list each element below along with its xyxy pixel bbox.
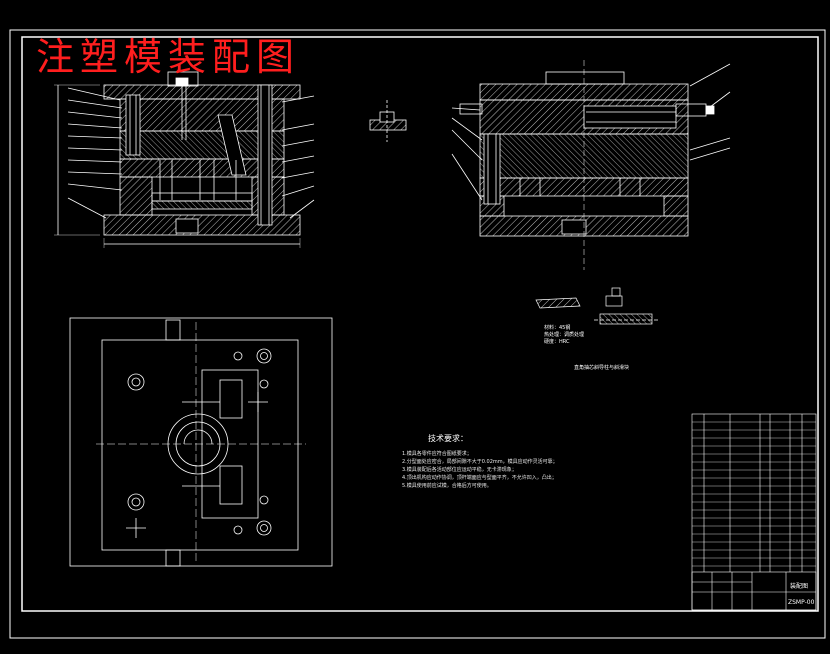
requirement-line: 3.模具装配后各活动部位应运动平稳，无卡滞现象；	[402, 467, 517, 473]
title-block-code: ZSMP-00	[788, 599, 815, 606]
detail-note: 热处理：调质处理	[544, 332, 585, 338]
title-block	[691, 571, 817, 611]
side-view-caption: 直角抽芯斜导柱与斜滑块	[574, 365, 630, 371]
plan-view	[69, 317, 333, 567]
sprue-detail	[369, 100, 407, 142]
requirement-line: 4.顶出机构应动作协调，顶杆端面应与型面平齐，不允许凹入，凸出；	[402, 475, 557, 481]
detail-note: 材料：45钢	[544, 325, 571, 331]
detail-note: 硬度：HRC	[544, 339, 570, 345]
requirement-line: 5.模具使用前应试模，合格后方可使用。	[402, 483, 492, 489]
front-section-view	[54, 71, 315, 248]
inner-border	[21, 36, 819, 612]
requirement-line: 2.分型面处应密合，局部间隙不大于0.02mm，模具应动作灵活可靠；	[402, 459, 558, 465]
parts-list-rows	[692, 421, 816, 567]
technical-requirements-heading: 技术要求：	[428, 434, 468, 443]
drawing-title: 注塑模装配图	[36, 35, 301, 79]
title-block-name: 装配图	[790, 582, 808, 590]
parts-list-table	[691, 413, 817, 611]
slide-part-detail	[535, 287, 660, 325]
side-section-view	[451, 60, 731, 270]
requirement-line: 1.模具各零件应符合图纸要求；	[402, 451, 472, 457]
outer-border	[9, 29, 826, 639]
